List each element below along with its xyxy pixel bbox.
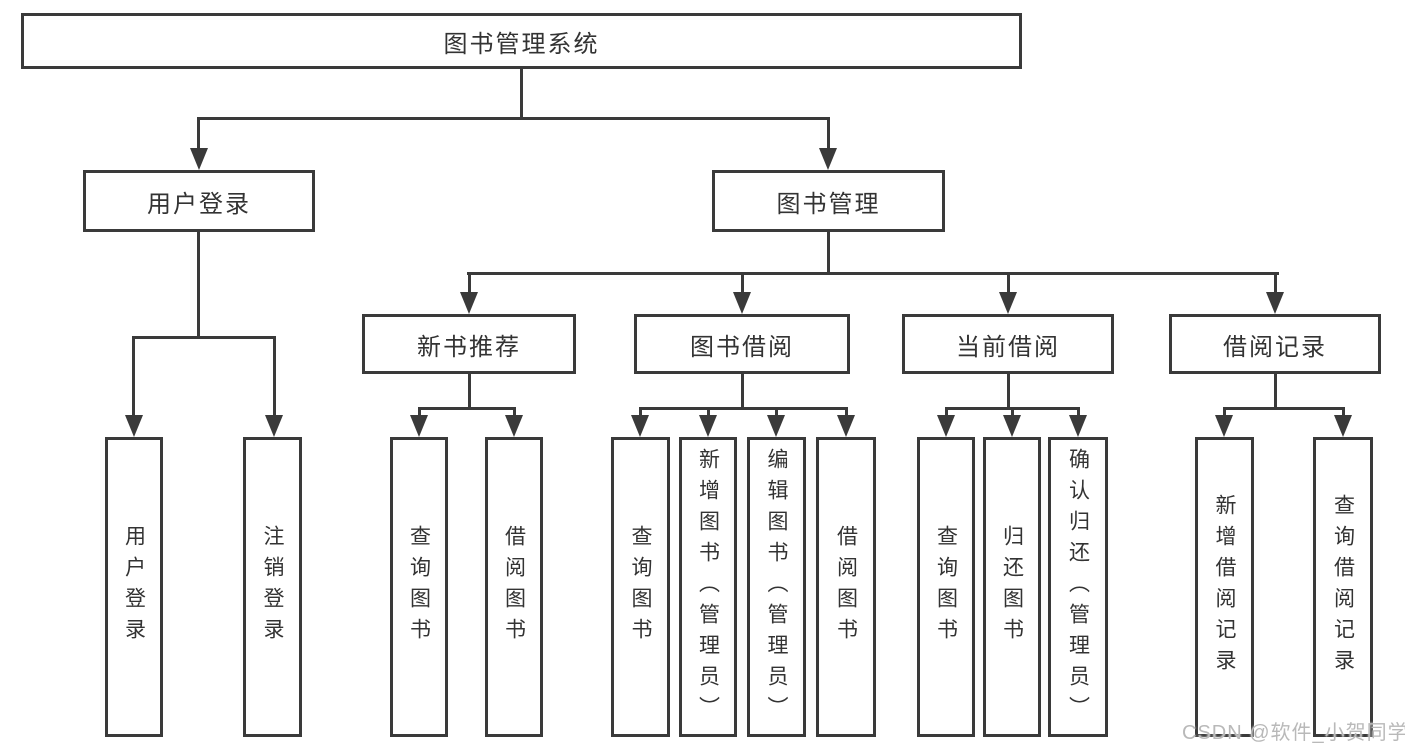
node-new-book-recommend-label: 新书推荐 <box>417 333 521 361</box>
node-borrow-records-label: 借阅记录 <box>1223 333 1327 361</box>
arrow-down-icon <box>699 415 717 437</box>
arrow-down-icon <box>1215 415 1233 437</box>
leaf-add-book-admin-label: 新增图书（管理员） <box>696 447 720 727</box>
connector-line <box>1223 407 1345 410</box>
node-root: 图书管理系统 <box>21 13 1022 69</box>
connector-line <box>197 232 200 339</box>
arrow-down-icon <box>1334 415 1352 437</box>
arrow-down-icon <box>999 292 1017 314</box>
leaf-user-login: 用户登录 <box>105 437 163 737</box>
watermark: CSDN @软件_小贺同学 <box>1182 722 1405 744</box>
leaf-logout-label: 注销登录 <box>261 525 284 649</box>
node-book-management: 图书管理 <box>712 170 945 232</box>
leaf-query-book-current: 查询图书 <box>917 437 975 737</box>
connector-line <box>468 272 471 296</box>
connector-line <box>639 407 642 421</box>
connector-line <box>639 407 848 410</box>
leaf-query-book-recommend: 查询图书 <box>390 437 448 737</box>
arrow-down-icon <box>190 148 208 170</box>
leaf-borrow-book: 借阅图书 <box>816 437 876 737</box>
connector-line <box>741 272 744 296</box>
node-book-borrow-label: 图书借阅 <box>690 333 794 361</box>
node-current-borrow-label: 当前借阅 <box>956 333 1060 361</box>
node-root-label: 图书管理系统 <box>443 30 600 58</box>
connector-line <box>1223 407 1226 421</box>
node-current-borrow: 当前借阅 <box>902 314 1114 374</box>
arrow-down-icon <box>505 415 523 437</box>
connector-line <box>945 407 948 421</box>
leaf-confirm-return-admin-label: 确认归还（管理员） <box>1066 447 1090 727</box>
arrow-down-icon <box>767 415 785 437</box>
node-user-login-label: 用户登录 <box>147 190 251 218</box>
connector-line <box>1007 374 1010 410</box>
arrow-down-icon <box>1003 415 1021 437</box>
connector-line <box>845 407 848 421</box>
connector-line <box>133 336 276 339</box>
connector-line <box>198 117 830 120</box>
node-book-management-label: 图书管理 <box>776 190 881 218</box>
connector-line <box>827 117 830 151</box>
leaf-borrow-book-recommend: 借阅图书 <box>485 437 543 737</box>
leaf-return-book-label: 归还图书 <box>1000 525 1024 649</box>
leaf-logout: 注销登录 <box>243 437 302 737</box>
connector-line <box>1011 407 1014 421</box>
arrow-down-icon <box>937 415 955 437</box>
leaf-add-borrow-record-label: 新增借阅记录 <box>1213 494 1236 680</box>
leaf-query-book-borrow: 查询图书 <box>611 437 670 737</box>
leaf-query-book-current-label: 查询图书 <box>934 525 958 649</box>
arrow-down-icon <box>125 415 143 437</box>
arrow-down-icon <box>733 292 751 314</box>
connector-line <box>468 374 471 410</box>
leaf-edit-book-admin: 编辑图书（管理员） <box>747 437 806 737</box>
connector-line <box>418 407 516 410</box>
arrow-down-icon <box>265 415 283 437</box>
leaf-borrow-book-label: 借阅图书 <box>834 525 858 649</box>
arrow-down-icon <box>631 415 649 437</box>
connector-line <box>707 407 710 421</box>
leaf-add-book-admin: 新增图书（管理员） <box>679 437 737 737</box>
node-new-book-recommend: 新书推荐 <box>362 314 576 374</box>
leaf-query-book-recommend-label: 查询图书 <box>407 525 431 649</box>
connector-line <box>775 407 778 421</box>
leaf-add-borrow-record: 新增借阅记录 <box>1195 437 1254 737</box>
arrow-down-icon <box>1266 292 1284 314</box>
connector-line <box>418 407 421 421</box>
connector-line <box>273 336 276 420</box>
connector-line <box>197 117 200 151</box>
leaf-edit-book-admin-label: 编辑图书（管理员） <box>765 447 788 727</box>
arrow-down-icon <box>410 415 428 437</box>
node-borrow-records: 借阅记录 <box>1169 314 1381 374</box>
arrow-down-icon <box>819 148 837 170</box>
leaf-query-borrow-record: 查询借阅记录 <box>1313 437 1373 737</box>
connector-line <box>513 407 516 421</box>
node-user-login: 用户登录 <box>83 170 315 232</box>
connector-line <box>520 69 523 118</box>
leaf-query-borrow-record-label: 查询借阅记录 <box>1331 494 1355 680</box>
arrow-down-icon <box>460 292 478 314</box>
leaf-return-book: 归还图书 <box>983 437 1041 737</box>
connector-line <box>741 374 744 410</box>
connector-line <box>132 336 135 420</box>
connector-line <box>1007 272 1010 296</box>
leaf-confirm-return-admin: 确认归还（管理员） <box>1048 437 1108 737</box>
connector-line <box>1274 272 1277 296</box>
node-book-borrow: 图书借阅 <box>634 314 850 374</box>
connector-line <box>827 232 830 275</box>
connector-line <box>1274 374 1277 410</box>
leaf-borrow-book-recommend-label: 借阅图书 <box>502 525 526 649</box>
connector-line <box>1342 407 1345 421</box>
leaf-user-login-label: 用户登录 <box>122 525 146 649</box>
leaf-query-book-borrow-label: 查询图书 <box>629 525 652 649</box>
connector-line <box>1077 407 1080 421</box>
connector-line <box>467 272 1279 275</box>
arrow-down-icon <box>1069 415 1087 437</box>
arrow-down-icon <box>837 415 855 437</box>
